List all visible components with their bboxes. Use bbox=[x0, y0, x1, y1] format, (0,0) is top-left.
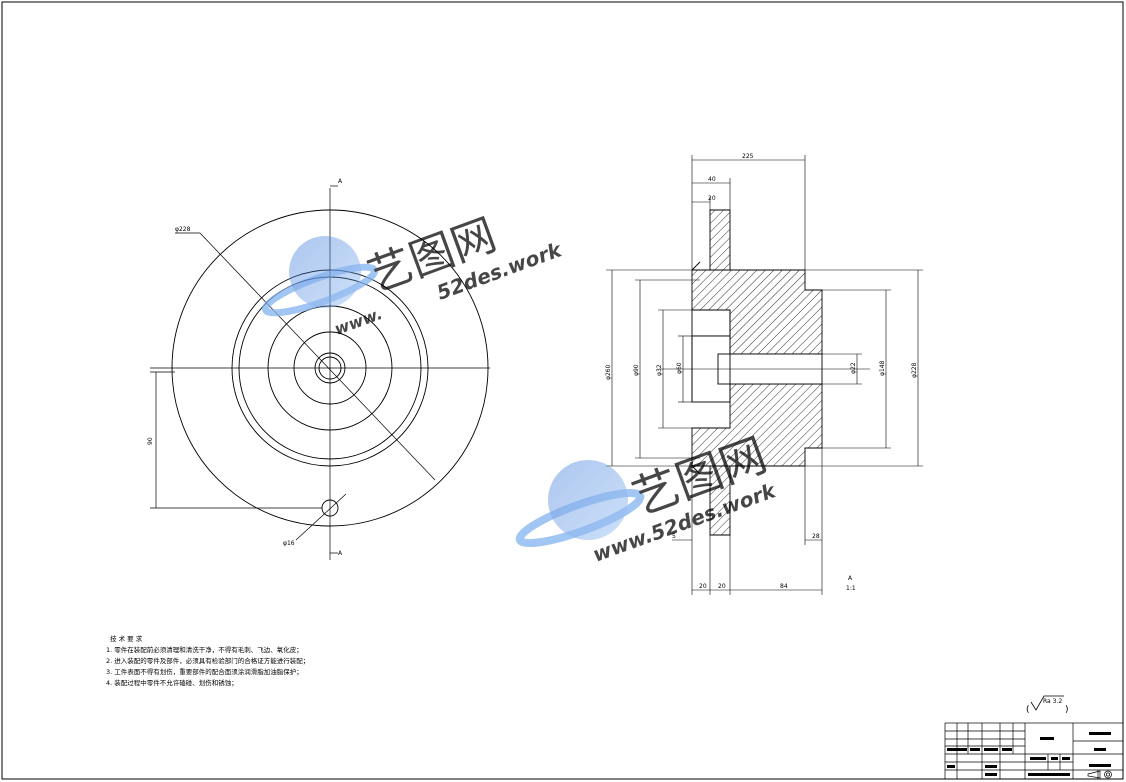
svg-text:): ) bbox=[1065, 705, 1069, 715]
hole-offset-dimension: 90 bbox=[147, 437, 154, 445]
dim-dia-recess: φ32 bbox=[656, 364, 663, 376]
surface-finish-symbol: ( ) bbox=[1026, 695, 1069, 715]
dim-chamfer-right: 28 bbox=[812, 533, 820, 540]
bolt-circle-leader bbox=[199, 232, 436, 481]
dim-bottom-mid: 20 bbox=[718, 583, 726, 590]
title-block bbox=[944, 722, 1124, 780]
watermark-top: 艺图网 52des.work www. bbox=[261, 209, 566, 339]
dim-chamfer-left: 5 bbox=[672, 533, 676, 540]
dim-hub-width: 20 bbox=[708, 195, 716, 202]
section-view: 225 40 20 φ260 φ90 φ32 φ60 φ22 φ148 φ228… bbox=[605, 153, 923, 595]
dim-dia-step: φ148 bbox=[879, 360, 886, 376]
hole-leader bbox=[295, 493, 347, 541]
bolt-circle-dimension: φ228 bbox=[175, 226, 191, 233]
section-mark-top: A bbox=[338, 178, 343, 185]
svg-text:(: ( bbox=[1026, 705, 1030, 715]
dim-flange-width: 40 bbox=[708, 176, 716, 183]
front-view-labels: A A φ228 φ16 90 bbox=[147, 178, 343, 557]
dim-bore: φ60 bbox=[676, 362, 683, 374]
dim-overall-width: 225 bbox=[742, 153, 754, 160]
technical-requirements: 技 术 要 求 1. 零件在装配前必须清理和清洗干净，不得有毛刺、飞边、氧化皮；… bbox=[106, 634, 309, 687]
tech-req-item-1: 1. 零件在装配前必须清理和清洗干净，不得有毛刺、飞边、氧化皮； bbox=[106, 645, 303, 654]
hole-diameter-dimension: φ16 bbox=[283, 540, 295, 547]
dim-bottom-left: 20 bbox=[699, 583, 707, 590]
dim-keyway: φ22 bbox=[850, 362, 857, 374]
tech-req-item-3: 3. 工件表面不得有划伤，重要部件的配合面须涂润滑脂加油脂保护； bbox=[106, 667, 303, 676]
flange-upper bbox=[709, 209, 731, 271]
dim-dia-boss: φ90 bbox=[633, 364, 640, 376]
dim-dia-tooth: φ228 bbox=[911, 362, 918, 378]
section-mark-bottom: A bbox=[338, 550, 343, 557]
surface-finish-value: Ra 3.2 bbox=[1043, 698, 1062, 705]
dim-dia-outer: φ260 bbox=[605, 364, 612, 380]
tech-req-item-4: 4. 装配过程中零件不允许磕碰、划伤和锈蚀； bbox=[106, 678, 238, 687]
section-label-scale: 1:1 bbox=[846, 585, 856, 592]
dim-bottom-right: 84 bbox=[780, 583, 788, 590]
tech-req-title: 技 术 要 求 bbox=[110, 634, 143, 643]
watermark-bottom: 艺图网 www.52des.work bbox=[515, 427, 780, 567]
section-label: A bbox=[848, 575, 853, 582]
watermark-www-top: www. bbox=[332, 304, 385, 339]
section-view-labels: 225 40 20 φ260 φ90 φ32 φ60 φ22 φ148 φ228… bbox=[605, 153, 918, 592]
front-view bbox=[150, 185, 490, 560]
projection-symbol bbox=[1087, 770, 1112, 779]
tech-req-item-2: 2. 进入装配的零件及部件，必须具有检验部门的合格证方能进行装配； bbox=[106, 656, 309, 665]
title-block-fills bbox=[947, 732, 1111, 776]
